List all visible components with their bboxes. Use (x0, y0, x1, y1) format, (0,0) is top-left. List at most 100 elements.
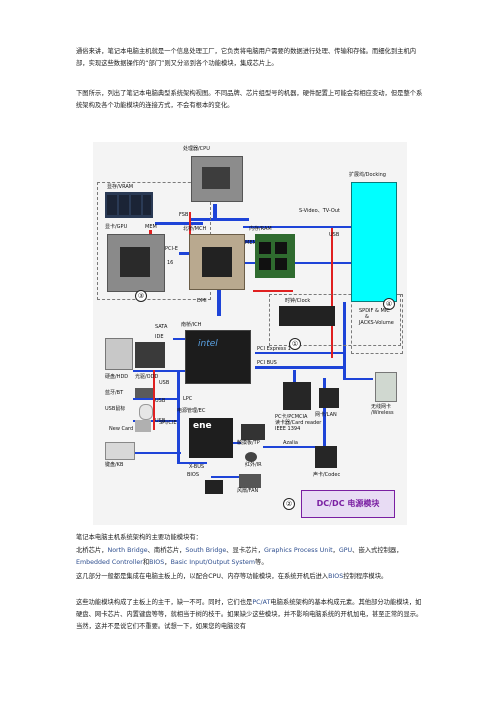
ec-chip: ene (189, 418, 233, 458)
ide-line (173, 338, 193, 340)
spdif-amp-label: & (365, 314, 369, 320)
modules-list-part: 等。 (255, 559, 268, 566)
ide-label: IDE (155, 334, 164, 340)
pciex1-line (255, 352, 345, 354)
pcie-label: PCI-E (165, 246, 178, 252)
gpu-mem-bus (155, 222, 203, 225)
bios-term-2: BIOS (328, 573, 344, 580)
modules-list-part: 、南桥芯片， (147, 547, 186, 554)
intel-logo: intel (198, 339, 218, 349)
modules-list-part: 、嵌入式控制器， (352, 547, 403, 554)
ram-label: 内存/RAM (249, 226, 272, 232)
sata-label: SATA (155, 324, 168, 330)
spdif-label: SPDIF & MIC (359, 308, 390, 314)
kb-line (133, 452, 181, 454)
explanation-text-end: 电脑系统架构的基本构成元素。其他部分功能模块，如硬盘、网卡芯片、内置键盘等等，就… (76, 599, 423, 630)
pcat-term: PC/AT (252, 599, 271, 606)
ec-term: Embedded Controller (76, 559, 143, 566)
ieee1394-label: IEEE 1394 (275, 426, 301, 432)
modules-list-part: ， (332, 547, 339, 554)
newcard-image (135, 420, 151, 432)
ich-chip: intel (185, 330, 251, 384)
fsb-bus (213, 204, 217, 218)
dock-red-link (331, 228, 333, 358)
wireless-en-label: /Wireless (371, 410, 394, 416)
mch-chip (189, 234, 245, 290)
fsb-label: FSB (179, 212, 189, 218)
fsb-bus-top (189, 218, 249, 221)
gpu-term: Graphics Process Unit (264, 547, 333, 554)
gpu-mem-label: MEM (145, 224, 157, 230)
wireless-line (343, 378, 373, 380)
cpu-label: 处理器/CPU (183, 146, 210, 152)
lan-chip (319, 388, 339, 408)
gpu-label: 显卡/GPU (105, 224, 128, 230)
svideo-line (243, 226, 353, 228)
fan-line (211, 476, 241, 478)
jacks-label: JACKS-Volume (359, 320, 394, 326)
gpu-abbr: GPU (338, 547, 353, 554)
clock-red-link (253, 290, 293, 292)
vram-label: 显存/VRAM (107, 184, 134, 190)
clock-label: 时钟/Clock (285, 298, 311, 304)
region-2-number: ② (283, 498, 295, 510)
hdd-label: 硬盘/HDD (105, 374, 129, 380)
tp-label: 触摸板/TP (237, 440, 260, 446)
usb-line-3 (133, 420, 177, 422)
docking-label: 扩展坞/Docking (349, 172, 386, 178)
keyboard-image (105, 442, 135, 460)
wireless-card (375, 372, 397, 402)
azalia-line (263, 446, 325, 448)
xbus-label: X-BUS (189, 464, 205, 470)
usb-dock-label: USB (329, 232, 340, 238)
pcmcia-label: PC卡/PCMCIA (275, 414, 308, 420)
usb-label-1: USB (159, 380, 170, 386)
codec-chip (315, 446, 337, 468)
bios-term: Basic Input/Output System (170, 559, 256, 566)
clock-chip (279, 306, 335, 326)
touchpad-image (241, 424, 265, 440)
dcdc-module: DC/DC 电源模块 (301, 490, 395, 518)
pcibus-label: PCI BUS (257, 360, 277, 366)
dock-riser (343, 302, 346, 378)
ich-label: 南桥/ICH (181, 322, 202, 328)
docking-block (351, 182, 397, 302)
modules-list-part: 和 (142, 559, 150, 566)
pci-right-line (323, 378, 326, 448)
modules-intro: 笔记本电脑主机系统架构的主要功能模块有： (76, 534, 202, 541)
region-4-number: ④ (383, 298, 395, 310)
ram-module (255, 234, 295, 278)
svideo-label: S-Video、TV-Out (299, 208, 340, 214)
bios-label: BIOS (187, 472, 200, 478)
explanation-text: 这些功能模块构成了主板上的主干，缺一不可。同时，它们也是 (76, 599, 253, 606)
modules-list-part: 、显卡芯片， (226, 547, 265, 554)
newcard-label: New Card (109, 426, 134, 432)
bios-abbr: BIOS (149, 559, 165, 566)
lpc-line (177, 372, 180, 462)
pcie16-label: 16 (167, 260, 174, 266)
spi-label: SPI/CIE (159, 420, 177, 426)
usb-label-3: USB (155, 418, 166, 424)
region-3-number: ③ (135, 290, 147, 302)
usb-dock-line (243, 262, 353, 264)
lpc-label: LPC (183, 396, 193, 402)
ene-logo: ene (193, 421, 212, 431)
usb-line-2 (133, 398, 177, 400)
usb-label-2: USB (155, 398, 166, 404)
wireless-label: 无线网卡 (371, 404, 392, 410)
region-1-number: ① (289, 338, 301, 350)
cpu-chip (191, 156, 243, 202)
clock-region (269, 294, 401, 346)
fan-image (239, 474, 261, 488)
dmi-label: DMI (197, 298, 207, 304)
ir-label: 红外/IR (245, 462, 262, 468)
hdd-image (105, 338, 133, 370)
intro-paragraph-2: 下图所示，列出了笔记本电脑典型系统架构视图。不同品牌、芯片组型号的机器，硬件配置… (76, 90, 423, 109)
modules-list: 北桥芯片，North Bridge、南桥芯片，South Bridge、显卡芯片… (76, 545, 424, 569)
modules-list-part: ， (164, 559, 171, 566)
usb-mouse-label: USB鼠标 (105, 406, 126, 412)
south-bridge-term: South Bridge (185, 547, 227, 554)
intro-paragraph-1: 通俗来讲，笔记本电脑主机就是一个信息处理工厂，它负责将电脑用户需要的数据进行处理… (76, 48, 417, 67)
ram-mem-label: MEM (245, 240, 257, 246)
north-bridge-term: North Bridge (107, 547, 148, 554)
